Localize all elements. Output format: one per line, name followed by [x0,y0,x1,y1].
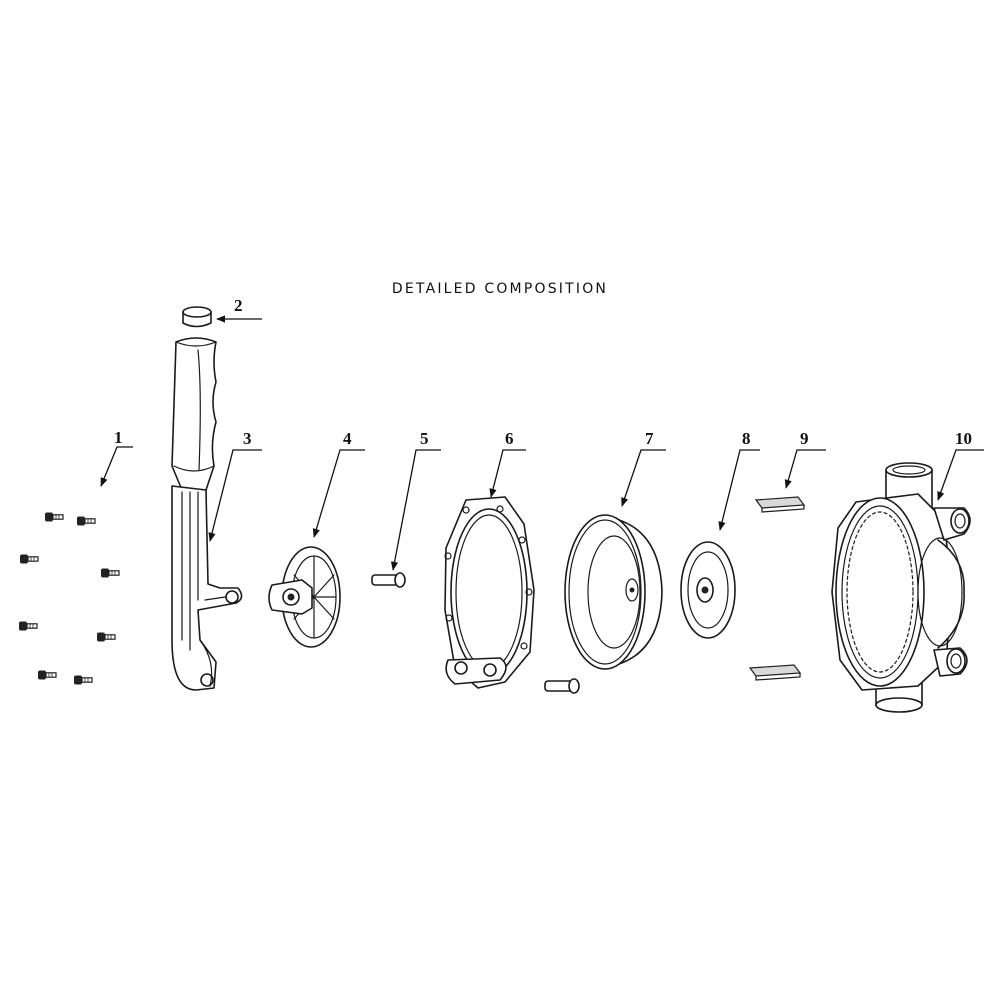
part-number-3: 3 [243,429,252,448]
part-2-end-cap [182,306,212,328]
part-number-7: 7 [645,429,654,448]
part-number-9: 9 [800,429,809,448]
part-10-pump-body [831,462,971,713]
screw [76,515,96,527]
screw [19,553,39,565]
screw [96,631,116,643]
part-1-screws [18,511,120,686]
callout-1: 1 [100,428,133,487]
part-7-diaphragm [564,514,663,670]
callout-5: 5 [390,429,441,571]
screw [37,669,57,681]
callout-9: 9 [784,429,826,489]
screw [73,674,93,686]
callout-8: 8 [718,429,760,531]
screw [18,620,38,632]
part-5-pin-lower [544,678,580,694]
part-4-impeller [268,546,341,648]
callout-10: 10 [937,429,984,501]
callout-2: 2 [216,296,262,323]
part-3-handle-lever [171,337,243,691]
part-6-clamp-ring [444,496,535,689]
part-9-valve-flap-upper [754,496,806,513]
callout-7: 7 [621,429,666,507]
part-number-2: 2 [234,296,243,315]
screw [100,567,120,579]
part-number-6: 6 [505,429,514,448]
callout-3: 3 [208,429,262,542]
callout-6: 6 [489,429,526,498]
part-number-5: 5 [420,429,429,448]
part-8-disc-plate [680,541,736,639]
callout-4: 4 [312,429,365,538]
part-number-4: 4 [343,429,352,448]
part-number-8: 8 [742,429,751,448]
screw [44,511,64,523]
part-5-pin-upper [371,572,406,588]
part-number-1: 1 [114,428,123,447]
part-9-valve-flap-lower [748,664,802,681]
part-number-10: 10 [955,429,972,448]
diagram-title: DETAILED COMPOSITION [391,281,609,297]
